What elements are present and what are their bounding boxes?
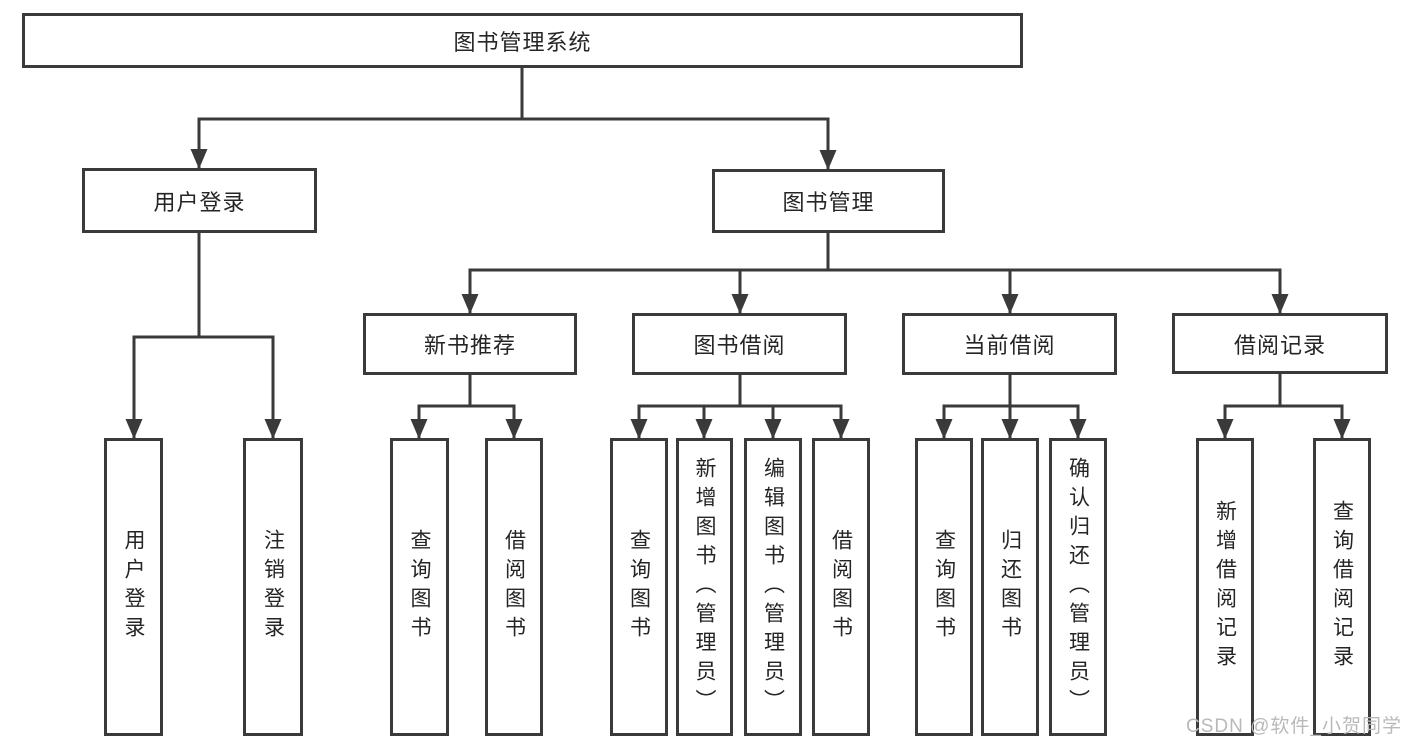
leaf-borrowing-query-books: 查询图书: [610, 438, 668, 736]
leaf-current-confirm-return-admin-label: 确认归还（管理员）: [1066, 456, 1090, 718]
node-new-book-recommend-label: 新书推荐: [423, 333, 516, 358]
connector-skeleton: [132, 66, 1344, 408]
leaf-user-login: 用户登录: [104, 438, 163, 736]
leaf-current-confirm-return-admin: 确认归还（管理员）: [1049, 438, 1107, 736]
node-user-login-label: 用户登录: [153, 189, 246, 215]
leaf-newbook-borrow-books: 借阅图书: [485, 438, 543, 736]
leaf-records-add-record-label: 新增借阅记录: [1213, 500, 1237, 674]
leaf-current-query-books: 查询图书: [915, 438, 973, 736]
leaf-newbook-query-books-label: 查询图书: [408, 529, 431, 645]
leaf-newbook-query-books: 查询图书: [390, 438, 449, 736]
leaf-records-query-record-label: 查询借阅记录: [1330, 500, 1354, 674]
node-root-system-label: 图书管理系统: [453, 29, 592, 55]
leaf-current-query-books-label: 查询图书: [932, 529, 956, 645]
node-book-management: 图书管理: [712, 169, 945, 233]
leaf-borrowing-edit-books-admin-label: 编辑图书（管理员）: [761, 456, 785, 718]
leaf-logout-label: 注销登录: [261, 529, 285, 645]
leaf-current-return-books: 归还图书: [981, 438, 1039, 736]
leaf-borrowing-add-books-admin: 新增图书（管理员）: [676, 438, 733, 736]
leaf-records-add-record: 新增借阅记录: [1196, 438, 1254, 736]
leaf-user-login-label: 用户登录: [122, 529, 145, 645]
leaf-records-query-record: 查询借阅记录: [1313, 438, 1371, 736]
node-current-borrowing: 当前借阅: [902, 313, 1117, 375]
leaf-borrowing-add-books-admin-label: 新增图书（管理员）: [693, 456, 716, 718]
leaf-logout: 注销登录: [243, 438, 303, 736]
node-new-book-recommend: 新书推荐: [363, 313, 577, 375]
connector-arrows: [125, 119, 1351, 439]
node-borrowing-records: 借阅记录: [1172, 313, 1388, 374]
leaf-borrowing-borrow-books-label: 借阅图书: [829, 529, 853, 645]
leaf-borrowing-borrow-books: 借阅图书: [812, 438, 870, 736]
node-root-system: 图书管理系统: [22, 13, 1023, 68]
node-book-borrowing-label: 图书借阅: [693, 333, 786, 358]
node-borrowing-records-label: 借阅记录: [1233, 332, 1326, 358]
leaf-current-return-books-label: 归还图书: [998, 529, 1022, 645]
csdn-watermark: CSDN @软件_小贺同学: [1186, 716, 1402, 737]
leaf-newbook-borrow-books-label: 借阅图书: [502, 529, 526, 645]
node-user-login: 用户登录: [82, 168, 317, 233]
node-book-borrowing: 图书借阅: [632, 313, 847, 375]
node-book-management-label: 图书管理: [782, 190, 875, 215]
leaf-borrowing-edit-books-admin: 编辑图书（管理员）: [744, 438, 802, 736]
node-current-borrowing-label: 当前借阅: [963, 333, 1056, 358]
leaf-borrowing-query-books-label: 查询图书: [627, 529, 651, 645]
